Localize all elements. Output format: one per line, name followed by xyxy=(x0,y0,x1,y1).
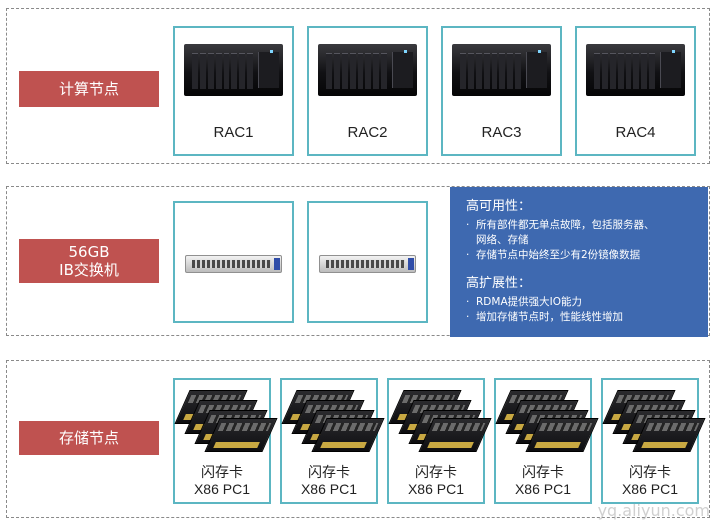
high-availability-title: 高可用性： xyxy=(466,199,532,214)
storage-node-line2: X86 PC1 xyxy=(514,481,572,497)
storage-nodes-label: 存储节点 xyxy=(19,421,159,455)
ha-item-1: · 所有部件都无单点故障，包括服务器、 xyxy=(466,218,700,233)
storage-nodes-section: 存储节点 闪存卡 X86 PC1 闪存卡 X86 PC1 闪存卡 X86 PC1 xyxy=(6,360,710,518)
bullet: · xyxy=(466,296,470,308)
storage-node-label-5: 闪存卡 X86 PC1 xyxy=(603,464,697,498)
rac2-card: RAC2 xyxy=(307,26,428,156)
ib-switch-label-line2: IB交换机 xyxy=(59,261,119,279)
storage-node-line2: X86 PC1 xyxy=(193,481,251,497)
rac4-card: RAC4 xyxy=(575,26,696,156)
compute-nodes-section: 计算节点 RAC1 RAC2 RAC3 RAC4 xyxy=(6,8,710,164)
bullet: · xyxy=(466,311,470,323)
ha-item-2: 网络、存储 xyxy=(466,233,700,248)
storage-node-line2: X86 PC1 xyxy=(407,481,465,497)
storage-node-label-1: 闪存卡 X86 PC1 xyxy=(175,464,269,498)
flash-card-image xyxy=(281,388,385,452)
ib-switch-card-2 xyxy=(307,201,428,323)
network-switch-image xyxy=(185,255,282,273)
rac4-label: RAC4 xyxy=(615,124,656,141)
scale-item-2: · 增加存储节点时，性能线性增加 xyxy=(466,310,700,325)
storage-node-card-3: 闪存卡 X86 PC1 xyxy=(387,378,492,504)
flash-card-image xyxy=(174,388,278,452)
storage-node-line1: 闪存卡 xyxy=(629,464,671,480)
ha-item-3: · 存储节点中始终至少有2份镜像数据 xyxy=(466,248,700,263)
rack-server-image xyxy=(318,44,417,96)
rac1-label: RAC1 xyxy=(213,124,254,141)
ib-switch-label-line1: 56GB xyxy=(68,243,110,261)
storage-node-card-1: 闪存卡 X86 PC1 xyxy=(173,378,278,504)
rac3-card: RAC3 xyxy=(441,26,562,156)
scale-item-1-text: RDMA提供强大IO能力 xyxy=(476,296,582,308)
scale-item-1: · RDMA提供强大IO能力 xyxy=(466,295,700,310)
ib-switch-label: 56GB IB交换机 xyxy=(19,239,159,283)
ib-switch-card-1 xyxy=(173,201,294,323)
bullet: · xyxy=(466,249,470,261)
rac2-label: RAC2 xyxy=(347,124,388,141)
storage-node-line2: X86 PC1 xyxy=(300,481,358,497)
ib-switch-section: 56GB IB交换机 xyxy=(6,186,710,336)
ha-item-3-text: 存储节点中始终至少有2份镜像数据 xyxy=(476,249,641,261)
network-switch-image xyxy=(319,255,416,273)
storage-node-line1: 闪存卡 xyxy=(415,464,457,480)
rack-server-image xyxy=(452,44,551,96)
bullet: · xyxy=(466,219,470,231)
storage-node-card-5: 闪存卡 X86 PC1 xyxy=(601,378,706,504)
storage-node-line1: 闪存卡 xyxy=(308,464,350,480)
rack-server-image xyxy=(184,44,283,96)
storage-node-card-2: 闪存卡 X86 PC1 xyxy=(280,378,385,504)
storage-node-label-4: 闪存卡 X86 PC1 xyxy=(496,464,590,498)
storage-node-line1: 闪存卡 xyxy=(201,464,243,480)
high-scalability-title: 高扩展性： xyxy=(466,276,532,291)
flash-card-image xyxy=(495,388,599,452)
storage-node-label-3: 闪存卡 X86 PC1 xyxy=(389,464,483,498)
ha-item-2-text: 网络、存储 xyxy=(476,234,529,246)
rac3-label: RAC3 xyxy=(481,124,522,141)
flash-card-image xyxy=(602,388,706,452)
storage-node-line2: X86 PC1 xyxy=(621,481,679,497)
storage-node-label-2: 闪存卡 X86 PC1 xyxy=(282,464,376,498)
rack-server-image xyxy=(586,44,685,96)
features-info-box: 高可用性： · 所有部件都无单点故障，包括服务器、 网络、存储 · 存储节点中始终至… xyxy=(450,187,708,337)
storage-node-line1: 闪存卡 xyxy=(522,464,564,480)
flash-card-image xyxy=(388,388,492,452)
ha-item-1-text: 所有部件都无单点故障，包括服务器、 xyxy=(476,219,655,231)
compute-nodes-label: 计算节点 xyxy=(19,71,159,107)
rac1-card: RAC1 xyxy=(173,26,294,156)
scale-item-2-text: 增加存储节点时，性能线性增加 xyxy=(476,311,623,323)
storage-node-card-4: 闪存卡 X86 PC1 xyxy=(494,378,599,504)
watermark-text: yq.aliyun.com xyxy=(597,501,710,520)
